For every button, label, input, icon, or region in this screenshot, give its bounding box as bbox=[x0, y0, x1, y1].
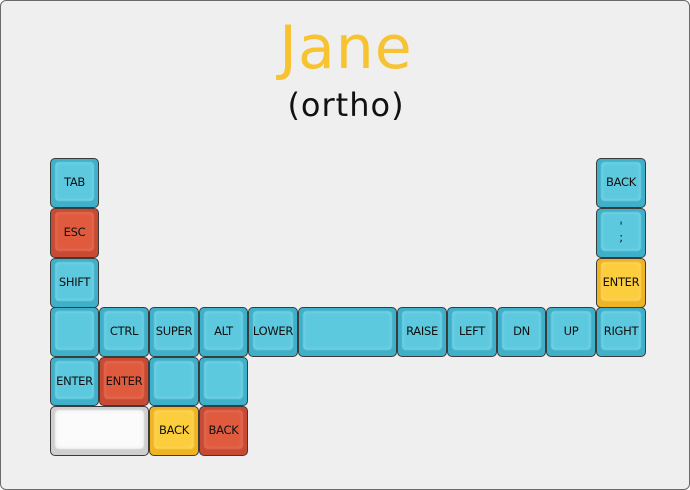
key-label: TAB bbox=[64, 175, 85, 189]
key-label: UP bbox=[563, 324, 579, 338]
key-white-wide[interactable] bbox=[50, 406, 149, 456]
key-blank-left[interactable] bbox=[50, 307, 99, 357]
key-label: CTRL bbox=[109, 324, 139, 338]
key-lower[interactable]: LOWER bbox=[248, 307, 298, 357]
key-ctrl[interactable]: CTRL bbox=[99, 307, 149, 357]
key-label: RAISE bbox=[406, 324, 438, 338]
key-back-red[interactable]: BACK bbox=[199, 406, 248, 456]
key-label: ' ; bbox=[619, 219, 623, 244]
key-alt[interactable]: ALT bbox=[199, 307, 248, 357]
key-super[interactable]: SUPER bbox=[149, 307, 199, 357]
key-blank-1[interactable] bbox=[149, 357, 199, 406]
key-blank-2[interactable] bbox=[199, 357, 248, 406]
key-label: DN bbox=[513, 324, 530, 338]
key-label: SHIFT bbox=[58, 275, 91, 289]
key-label: BACK bbox=[208, 423, 239, 437]
key-label: ENTER bbox=[602, 275, 640, 289]
layout-subtitle: (ortho) bbox=[287, 86, 405, 124]
key-label: ENTER bbox=[56, 373, 93, 388]
key-label: ALT bbox=[214, 324, 233, 338]
key-enter-red[interactable]: ENTER bbox=[99, 357, 149, 406]
key-label: ESC bbox=[63, 225, 86, 239]
key-label: SUPER bbox=[155, 324, 193, 338]
key-label: LOWER bbox=[252, 324, 294, 338]
key-label: BACK bbox=[606, 175, 636, 189]
key-label: ENTER bbox=[105, 373, 143, 388]
key-raise[interactable]: RAISE bbox=[397, 307, 447, 357]
key-label: RIGHT bbox=[603, 324, 639, 338]
key-space[interactable] bbox=[298, 307, 397, 357]
layout-title: Jane bbox=[279, 13, 413, 83]
key-label: BACK bbox=[159, 423, 189, 437]
key-down[interactable]: DN bbox=[497, 307, 546, 357]
key-up[interactable]: UP bbox=[546, 307, 596, 357]
key-back-top-right[interactable]: BACK bbox=[596, 158, 646, 208]
key-quote-semicolon[interactable]: ' ; bbox=[596, 208, 646, 258]
key-back-yellow[interactable]: BACK bbox=[149, 406, 199, 456]
key-left[interactable]: LEFT bbox=[447, 307, 497, 357]
key-tab[interactable]: TAB bbox=[50, 158, 99, 208]
key-esc[interactable]: ESC bbox=[50, 208, 99, 258]
key-enter-yellow[interactable]: ENTER bbox=[596, 258, 646, 308]
key-right[interactable]: RIGHT bbox=[596, 307, 646, 357]
key-shift[interactable]: SHIFT bbox=[50, 258, 99, 308]
key-enter-blue[interactable]: ENTER bbox=[50, 357, 99, 406]
key-label: LEFT bbox=[459, 324, 485, 338]
